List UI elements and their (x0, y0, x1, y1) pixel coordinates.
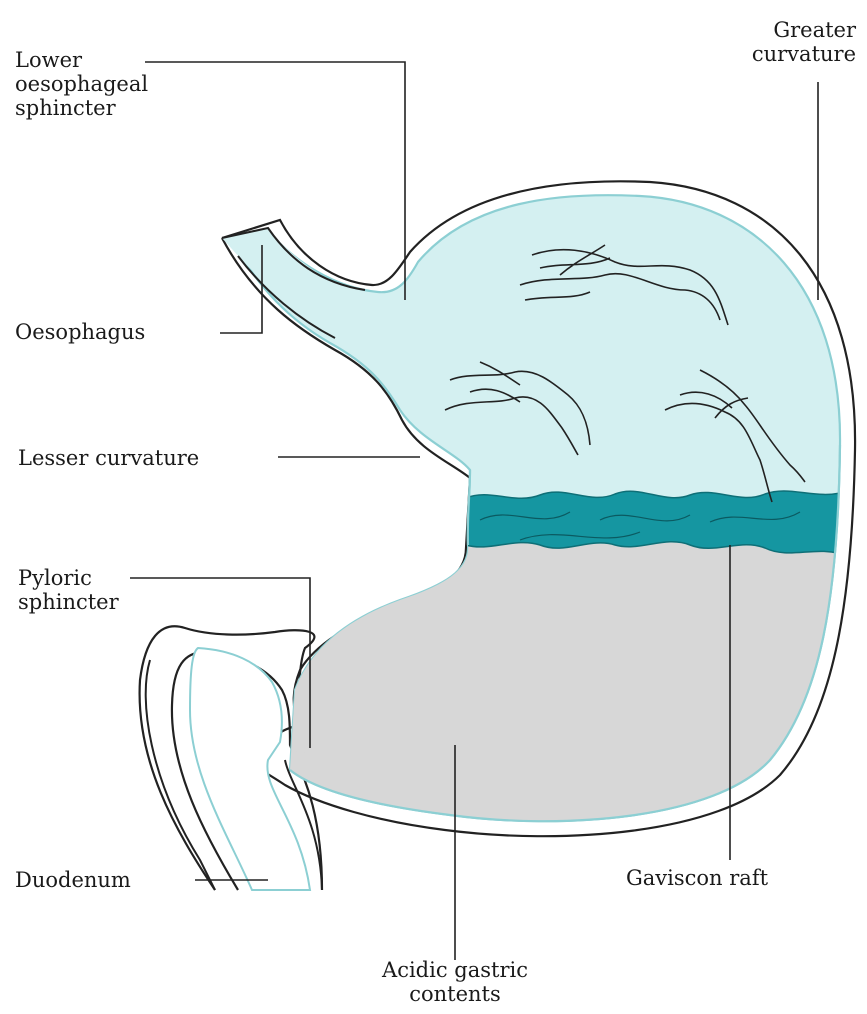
label-lower-oesophageal-sphincter: Lower oesophageal sphincter (15, 48, 148, 120)
label-line: sphincter (18, 590, 119, 614)
acid-pyloric-fill (290, 670, 318, 753)
label-acidic-gastric-contents: Acidic gastric contents (345, 958, 565, 1006)
label-lesser-curvature: Lesser curvature (18, 446, 199, 470)
label-pyloric-sphincter: Pyloric sphincter (18, 566, 119, 614)
label-line: Acidic gastric (345, 958, 565, 982)
label-line: Greater (706, 18, 856, 42)
label-greater-curvature: Greater curvature (706, 18, 856, 66)
label-line: Pyloric (18, 566, 119, 590)
label-line: contents (345, 982, 565, 1006)
label-line: Lower (15, 48, 148, 72)
label-gaviscon-raft: Gaviscon raft (626, 866, 768, 890)
label-line: curvature (706, 42, 856, 66)
label-duodenum: Duodenum (15, 868, 131, 892)
label-line: oesophageal (15, 72, 148, 96)
label-oesophagus: Oesophagus (15, 320, 145, 344)
label-line: sphincter (15, 96, 148, 120)
